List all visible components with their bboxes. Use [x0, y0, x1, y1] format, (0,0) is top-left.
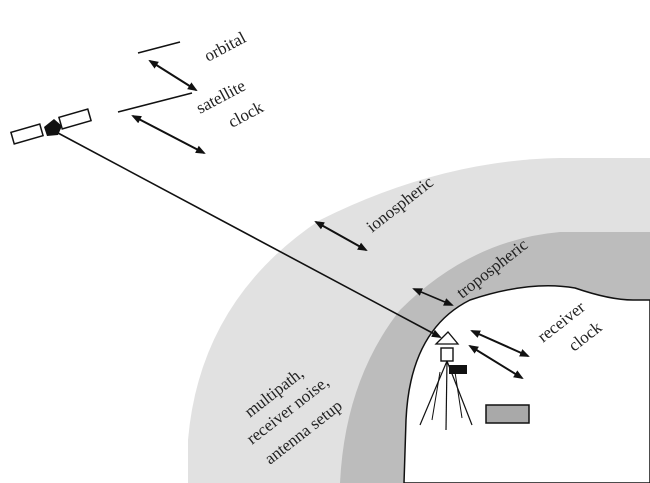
receiver-clock-arrow-2 — [468, 344, 524, 380]
tropospheric-arrow — [412, 288, 454, 306]
orbital-arrow — [148, 59, 198, 92]
orbital-tick — [137, 41, 181, 54]
receiver-box — [485, 404, 530, 424]
label-satellite-clock: clock — [225, 97, 267, 131]
ground-region — [403, 284, 650, 483]
signal-path — [57, 132, 442, 338]
satellite-clock-arrow — [131, 115, 206, 154]
receiver-tripod-icon — [419, 331, 473, 431]
clock-tick — [117, 92, 193, 113]
satellite-icon — [9, 108, 93, 145]
ionospheric-arrow — [314, 221, 368, 251]
label-orbital: orbital — [201, 28, 249, 66]
